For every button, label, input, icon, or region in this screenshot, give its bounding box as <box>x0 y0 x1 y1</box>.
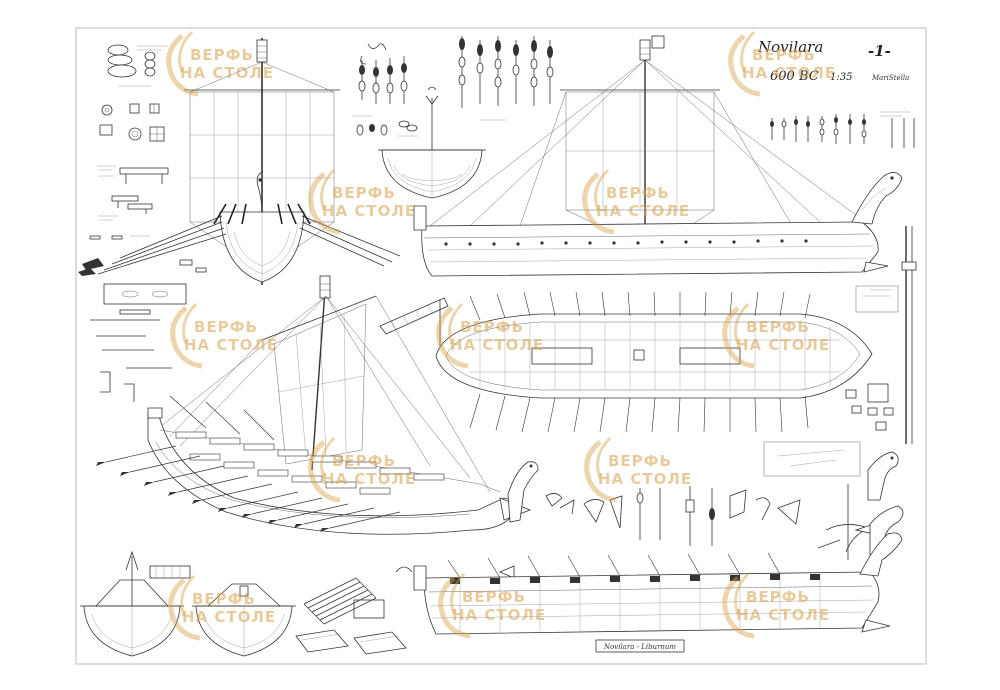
svg-text:НА СТОЛЕ: НА СТОЛЕ <box>322 470 416 488</box>
gangway-ladder-details <box>90 283 449 402</box>
svg-text:НА СТОЛЕ: НА СТОЛЕ <box>598 470 692 488</box>
rope-coil-details <box>99 44 168 142</box>
svg-text:ВЕРФЬ: ВЕРФЬ <box>332 452 396 470</box>
svg-text:НА СТОЛЕ: НА СТОЛЕ <box>322 202 416 220</box>
sheet-border <box>75 27 927 665</box>
author-name: MariStella <box>871 74 909 82</box>
grating-and-panel-details <box>295 577 407 655</box>
deck-plan-view <box>435 291 873 433</box>
ship-date: 600 BC <box>770 69 819 84</box>
svg-text:ВЕРФЬ: ВЕРФЬ <box>192 590 256 608</box>
svg-text:НА СТОЛЕ: НА СТОЛЕ <box>736 606 830 624</box>
perspective-view <box>93 275 532 535</box>
annotation-boxes <box>763 285 899 477</box>
side-profile-with-sail <box>413 35 903 277</box>
svg-text:НА СТОЛЕ: НА СТОЛЕ <box>736 336 830 354</box>
svg-text:ВЕРФЬ: ВЕРФЬ <box>746 318 810 336</box>
sheet-number: -1- <box>868 42 891 60</box>
svg-text:ВЕРФЬ: ВЕРФЬ <box>608 452 672 470</box>
rigging-block-details <box>352 43 418 137</box>
svg-text:ВЕРФЬ: ВЕРФЬ <box>332 184 396 202</box>
small-fitting-details <box>770 111 915 148</box>
svg-text:НА СТОЛЕ: НА СТОЛЕ <box>182 608 276 626</box>
front-view-with-sail <box>78 38 401 285</box>
svg-text:ВЕРФЬ: ВЕРФЬ <box>194 318 258 336</box>
bench-fitting-details <box>89 165 169 240</box>
stern-section-view <box>378 86 486 199</box>
svg-text:НА СТОЛЕ: НА СТОЛЕ <box>596 202 690 220</box>
svg-text:ВЕРФЬ: ВЕРФЬ <box>746 588 810 606</box>
svg-text:ВЕРФЬ: ВЕРФЬ <box>606 184 670 202</box>
ship-scale: 1:35 <box>830 72 852 83</box>
svg-text:НА СТОЛЕ: НА СТОЛЕ <box>180 64 274 82</box>
drawing-caption: Novilara - Liburnum <box>603 643 677 651</box>
svg-text:НА СТОЛЕ: НА СТОЛЕ <box>742 64 836 82</box>
svg-text:ВЕРФЬ: ВЕРФЬ <box>460 318 524 336</box>
mast-spar-detail <box>845 226 917 444</box>
ship-name: Novilara <box>757 38 823 56</box>
lower-side-elevation: Novilara - Liburnum <box>413 532 903 653</box>
title-block: Novilara -1- 600 BC 1:35 MariStella <box>757 38 909 84</box>
svg-text:ВЕРФЬ: ВЕРФЬ <box>190 46 254 64</box>
belaying-pin-details <box>458 36 554 121</box>
watermark-stamps: ВЕРФЬ НА СТОЛЕ ВЕРФЬ НА СТОЛЕ ВЕРФЬ НА С… <box>169 32 836 638</box>
midship-section-views <box>80 550 296 657</box>
svg-text:НА СТОЛЕ: НА СТОЛЕ <box>452 606 546 624</box>
svg-text:НА СТОЛЕ: НА СТОЛЕ <box>450 336 544 354</box>
svg-text:ВЕРФЬ: ВЕРФЬ <box>462 588 526 606</box>
svg-text:ВЕРФЬ: ВЕРФЬ <box>752 46 816 64</box>
svg-text:НА СТОЛЕ: НА СТОЛЕ <box>184 336 278 354</box>
